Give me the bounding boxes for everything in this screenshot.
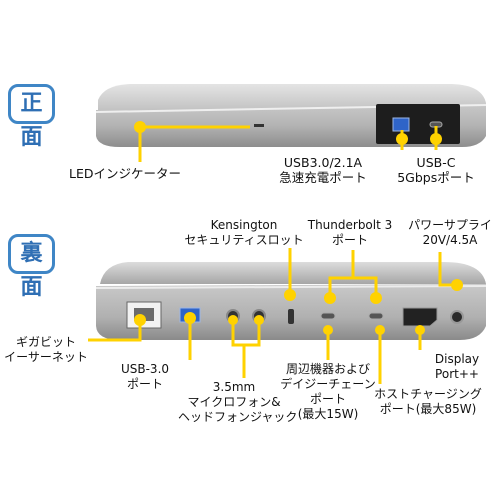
front-section-tag: 正面 (8, 84, 55, 150)
power-supply-label: パワーサプライ 20V/4.5A (408, 218, 492, 247)
kensington-label: Kensington セキュリティスロット (184, 218, 304, 247)
front-callouts (134, 121, 442, 162)
front-usbc-label: USB-C 5Gbpsポート (397, 155, 475, 185)
led-indicator (254, 124, 264, 127)
power-jack (450, 310, 464, 324)
front-device (95, 84, 487, 147)
daisy-chain-label: 周辺機器および デイジーチェーン ポート (最大15W) (280, 362, 376, 421)
thunderbolt-port-2 (368, 312, 384, 320)
audio-jack-label: 3.5mm マイクロフォン& ヘッドフォンジャック (178, 380, 298, 424)
displayport-port (402, 307, 438, 327)
back-section-tag: 裏面 (8, 234, 55, 300)
kensington-slot (288, 309, 294, 324)
thunderbolt-port-1 (320, 312, 336, 320)
displayport-label: Display Port++ (434, 352, 480, 381)
front-usb3-port (392, 117, 410, 132)
front-port-panel (376, 104, 460, 144)
front-usb3-label: USB3.0/2.1A 急速充電ポート (279, 155, 367, 185)
led-indicator-label: LEDインジケーター (69, 166, 181, 181)
back-callouts (88, 248, 463, 384)
host-charging-label: ホストチャージング ポート(最大85W) (374, 387, 482, 416)
gigabit-ethernet-label: ギガビット イーサーネット (4, 335, 88, 364)
back-usb3-label: USB-3.0 ポート (120, 362, 170, 391)
thunderbolt-label: Thunderbolt 3 ポート (307, 218, 393, 247)
